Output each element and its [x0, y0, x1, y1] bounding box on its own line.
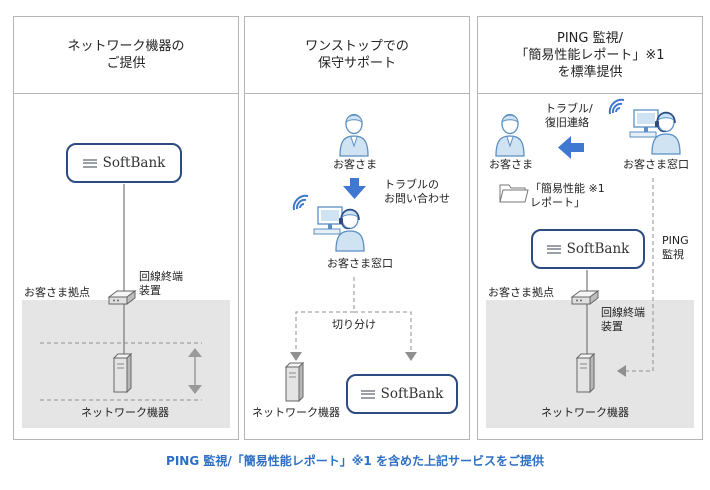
arrow-down-icon — [290, 352, 302, 361]
softbank-logo: SoftBank — [531, 229, 645, 269]
router-icon — [571, 290, 599, 305]
router-icon — [108, 290, 136, 305]
softbank-logo: SoftBank — [346, 374, 458, 414]
person-icon — [495, 113, 525, 157]
arrow-down-icon — [343, 178, 366, 199]
server-icon — [113, 353, 132, 393]
report-label: 「簡易性能 ※1 レポート」 — [530, 182, 605, 209]
device-label: ネットワーク機器 — [541, 406, 629, 419]
panel-header: ネットワーク機器の ご提供 — [14, 17, 238, 94]
inquiry-label: トラブルの お問い合わせ — [384, 178, 450, 205]
panel-title: ワンストップでの 保守サポート — [305, 39, 409, 71]
site-label: お客さま拠点 — [488, 286, 554, 299]
arrow-down-icon — [405, 352, 417, 361]
softbank-logo: SoftBank — [66, 143, 182, 183]
contact-label: トラブル/ 復旧連絡 — [545, 102, 593, 129]
ping-dashed-line — [626, 178, 654, 372]
softbank-mark-icon — [82, 158, 97, 168]
footer-caption: PING 監視/「簡易性能レポート」※1 を含めた上記サービスをご提供 — [166, 454, 544, 468]
server-icon — [285, 362, 304, 402]
arrow-left-icon — [617, 365, 626, 377]
device-label: ネットワーク機器 — [81, 406, 169, 419]
device-label: ネットワーク機器 — [252, 406, 340, 419]
softbank-logo-text: SoftBank — [566, 241, 630, 257]
isolation-dashed-lines — [295, 277, 412, 352]
softbank-mark-icon — [546, 244, 561, 254]
double-arrow-icon — [188, 348, 202, 394]
softbank-mark-icon — [360, 389, 375, 399]
panel-header: PING 監視/ 「簡易性能レポート」※1 を標準提供 — [478, 17, 702, 94]
wifi-icon — [608, 98, 625, 115]
ont-label: 回線終端 装置 — [601, 306, 645, 333]
ont-label: 回線終端 装置 — [139, 270, 183, 297]
isolate-label: 切り分け — [322, 318, 386, 332]
panel-header: ワンストップでの 保守サポート — [245, 17, 469, 94]
folder-icon — [499, 184, 529, 203]
panel-maintenance-support: ワンストップでの 保守サポート — [244, 16, 470, 440]
customer-label: お客さま — [333, 158, 377, 171]
customer-label: お客さま — [489, 158, 533, 171]
softbank-logo-text: SoftBank — [380, 386, 444, 402]
operator-icon — [629, 109, 681, 155]
helpdesk-label: お客さま窓口 — [623, 158, 689, 171]
wifi-icon — [292, 194, 309, 211]
panel-title: ネットワーク機器の ご提供 — [67, 39, 185, 71]
panel-title: PING 監視/ 「簡易性能レポート」※1 を標準提供 — [515, 30, 665, 80]
helpdesk-label: お客さま窓口 — [327, 257, 393, 270]
operator-icon — [313, 206, 365, 252]
site-label: お客さま拠点 — [24, 286, 90, 299]
softbank-logo-text: SoftBank — [102, 155, 166, 171]
ping-label: PING 監視 — [662, 234, 689, 261]
server-icon — [576, 353, 595, 393]
person-icon — [339, 113, 369, 157]
arrow-left-icon — [558, 136, 584, 159]
